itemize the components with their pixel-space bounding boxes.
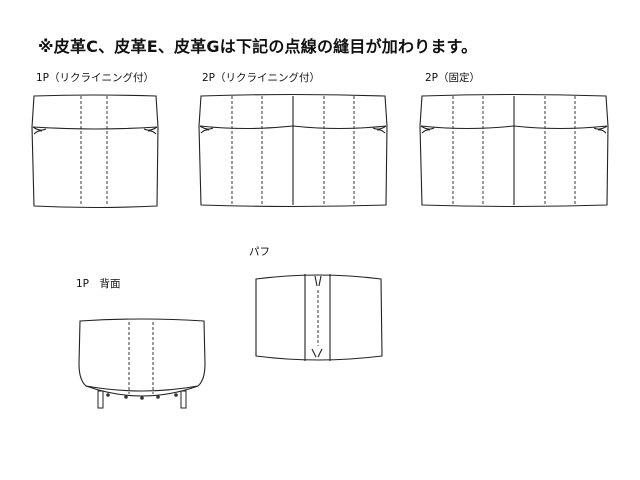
- cushion-2p-reclining: [198, 93, 388, 208]
- cushion-1p-reclining: [31, 94, 159, 209]
- label-1p-back: 1P 背面: [76, 278, 121, 290]
- sofa-1p-back: [78, 318, 206, 409]
- label-2p-fixed: 2P（固定）: [425, 72, 481, 84]
- puff: [255, 274, 383, 361]
- label-2p-reclining: 2P（リクライニング付）: [202, 72, 321, 84]
- label-puff: パフ: [249, 246, 270, 258]
- stitching-note: ※皮革C、皮革E、皮革Gは下記の点線の縫目が加わります。: [38, 37, 478, 56]
- label-1p-reclining: 1P（リクライニング付）: [36, 72, 155, 84]
- cushion-2p-fixed: [419, 93, 609, 208]
